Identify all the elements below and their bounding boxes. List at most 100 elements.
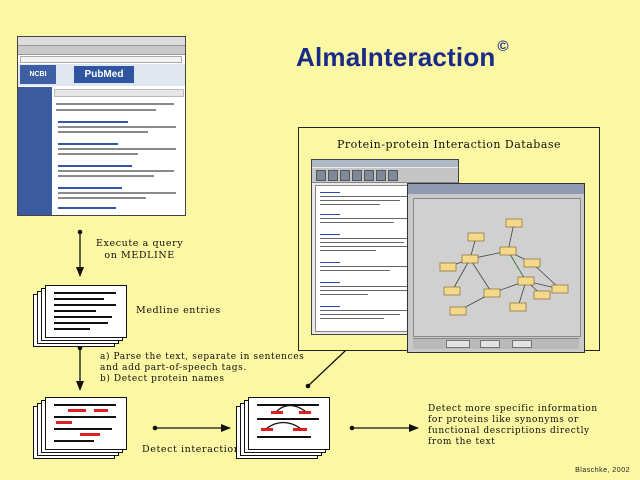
toolbar-button[interactable] — [388, 170, 398, 181]
text-line — [320, 204, 380, 205]
network-nodes — [439, 218, 569, 316]
text-line — [320, 310, 408, 311]
text-line — [320, 290, 408, 291]
pubmed-sidebar — [18, 87, 52, 215]
status-button[interactable] — [480, 340, 500, 348]
arrow-entries-to-parse — [76, 345, 84, 391]
protein-name-highlight — [56, 421, 72, 424]
protein-names-stack — [33, 397, 133, 459]
toolbar-button[interactable] — [316, 170, 326, 181]
protein-node[interactable] — [505, 218, 523, 228]
medline-entries-stack — [33, 285, 133, 347]
pubmed-logo: PubMed — [74, 66, 134, 83]
step-query-label: Execute a query on MEDLINE — [96, 238, 184, 261]
interaction-network — [439, 218, 569, 316]
step-specific-label: Detect more specific information for pro… — [428, 404, 598, 447]
text-line — [320, 196, 408, 197]
pubmed-text-line — [58, 131, 148, 133]
network-canvas[interactable] — [413, 198, 581, 337]
pubmed-search-bar — [54, 89, 184, 97]
protein-node[interactable] — [499, 246, 517, 256]
database-panel: Protein-protein Interaction Database — [298, 127, 600, 353]
document-sheet-front — [45, 397, 127, 450]
pubmed-result-link — [58, 207, 116, 209]
abstract-text-area — [315, 185, 415, 332]
database-panel-title: Protein-protein Interaction Database — [336, 138, 562, 151]
toolbar-button[interactable] — [376, 170, 386, 181]
document-sheet-front — [248, 397, 330, 450]
protein-node[interactable] — [523, 258, 541, 268]
page-title: AlmaInteraction© — [296, 38, 509, 73]
text-line — [54, 292, 116, 294]
entry-link[interactable] — [320, 262, 340, 263]
credit-text: Blaschke, 2002 — [575, 467, 630, 474]
protein-name-highlight — [293, 428, 307, 431]
toolbar-button[interactable] — [328, 170, 338, 181]
arrow-query-to-entries — [76, 229, 84, 277]
pubmed-toolbar — [18, 46, 185, 55]
status-button[interactable] — [446, 340, 470, 348]
entry-link[interactable] — [320, 192, 340, 193]
protein-node[interactable] — [443, 286, 461, 296]
toolbar-button[interactable] — [364, 170, 374, 181]
toolbar-button[interactable] — [352, 170, 362, 181]
protein-name-highlight — [94, 409, 108, 412]
text-line — [54, 316, 112, 318]
text-line — [54, 310, 96, 312]
copyright-symbol: © — [497, 38, 509, 55]
network-view-window — [407, 183, 585, 353]
text-line — [54, 304, 116, 306]
toolbar-button[interactable] — [340, 170, 350, 181]
text-line — [320, 286, 408, 287]
text-line — [320, 294, 368, 295]
text-line — [320, 270, 390, 271]
text-line — [320, 266, 408, 267]
pubmed-result-link — [58, 121, 128, 123]
text-line — [54, 404, 116, 406]
status-button[interactable] — [512, 340, 532, 348]
text-line — [320, 200, 400, 201]
step-interactions-label: Detect interactions — [142, 444, 246, 455]
text-line — [257, 418, 319, 420]
text-line — [54, 428, 112, 430]
text-line — [320, 250, 376, 251]
text-line — [320, 238, 408, 239]
protein-node[interactable] — [517, 276, 535, 286]
protein-node[interactable] — [467, 232, 485, 242]
pubmed-text-line — [58, 192, 176, 194]
pubmed-text-line — [58, 153, 138, 155]
pubmed-result-link — [58, 165, 132, 167]
text-line — [320, 314, 400, 315]
pubmed-text-line — [58, 126, 176, 128]
entry-link[interactable] — [320, 214, 340, 215]
protein-name-highlight — [80, 433, 100, 436]
entry-link[interactable] — [320, 234, 340, 235]
text-line — [54, 440, 94, 442]
step-parse-label: a) Parse the text, separate in sentences… — [100, 352, 305, 384]
ncbi-logo: NCBI — [20, 65, 56, 84]
arrow-to-interactions — [152, 424, 231, 432]
protein-name-highlight — [261, 428, 273, 431]
pubmed-menubar — [18, 37, 185, 46]
title-text: AlmaInteraction — [296, 42, 496, 72]
protein-node[interactable] — [533, 290, 551, 300]
pubmed-text-line — [56, 103, 174, 105]
text-line — [257, 436, 311, 438]
text-line — [320, 218, 408, 219]
protein-node[interactable] — [449, 306, 467, 316]
pubmed-text-line — [58, 175, 154, 177]
protein-node[interactable] — [551, 284, 569, 294]
protein-node[interactable] — [439, 262, 457, 272]
protein-node[interactable] — [483, 288, 501, 298]
entry-link[interactable] — [320, 282, 340, 283]
protein-node[interactable] — [509, 302, 527, 312]
pubmed-text-line — [58, 170, 174, 172]
protein-name-highlight — [299, 411, 311, 414]
window-titlebar — [408, 184, 584, 194]
protein-name-highlight — [271, 411, 283, 414]
protein-node[interactable] — [461, 254, 479, 264]
document-sheet-front — [45, 285, 127, 338]
interactions-stack — [236, 397, 336, 459]
entry-link[interactable] — [320, 306, 340, 307]
text-line — [54, 416, 116, 418]
